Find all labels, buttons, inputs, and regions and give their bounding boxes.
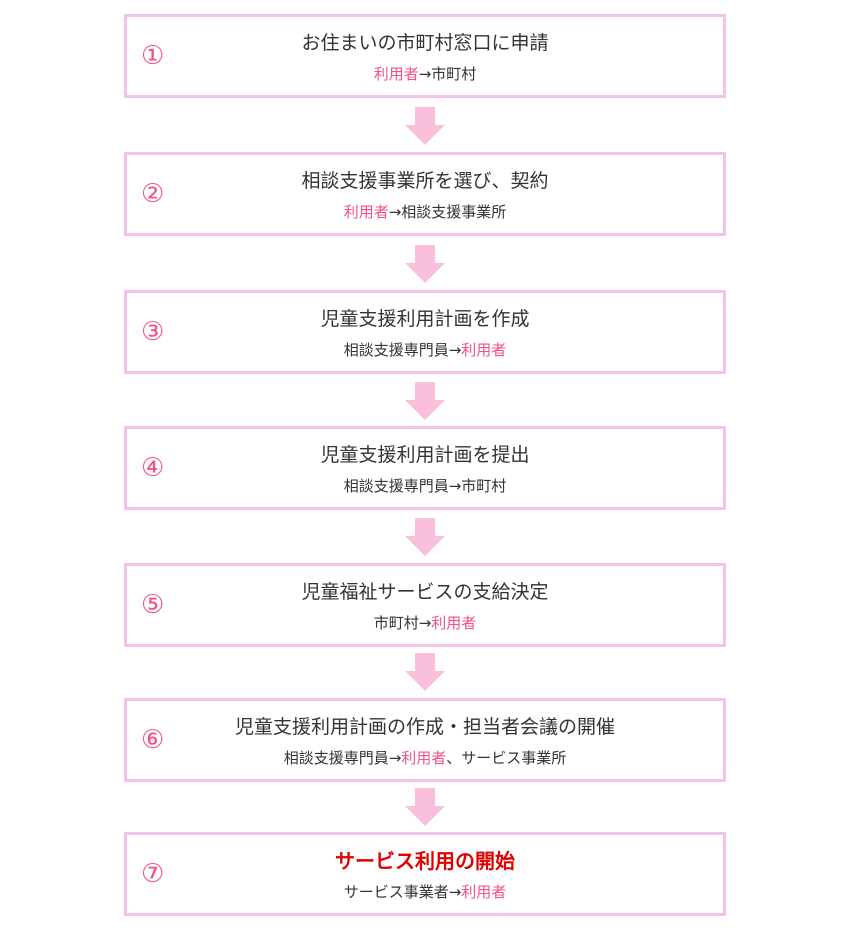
flow-part: サービス事業者→: [343, 883, 462, 901]
step-number: ⑤: [141, 590, 165, 620]
step-1: ① お住まいの市町村窓口に申請 利用者→市町村: [124, 14, 726, 98]
step-flow: 相談支援専門員→利用者、サービス事業所: [127, 748, 723, 768]
step-title: 児童支援利用計画を作成: [320, 308, 530, 330]
step-title: 児童支援利用計画を提出: [320, 444, 530, 466]
step-flow: 利用者→相談支援事業所: [127, 202, 723, 222]
step-flow: サービス事業者→利用者: [127, 882, 723, 902]
flow-part: 利用者: [401, 749, 447, 767]
step-6: ⑥ 児童支援利用計画の作成・担当者会議の開催 相談支援専門員→利用者、サービス事…: [124, 698, 726, 782]
step-number: ④: [141, 453, 165, 483]
down-arrow-icon: [405, 382, 445, 420]
flow-part: 利用者: [373, 65, 419, 83]
step-number: ②: [141, 179, 165, 209]
flow-part: 相談支援専門員→: [343, 341, 462, 359]
step-flow: 相談支援専門員→利用者: [127, 340, 723, 360]
step-number: ①: [141, 41, 165, 71]
step-title: 相談支援事業所を選び、契約: [301, 170, 549, 192]
step-number: ⑥: [141, 725, 165, 755]
flow-part: 相談支援専門員→: [283, 749, 402, 767]
flow-part: 利用者: [461, 883, 507, 901]
down-arrow-icon: [405, 107, 445, 145]
flow-part: →市町村: [418, 65, 477, 83]
step-flow: 相談支援専門員→市町村: [127, 476, 723, 496]
step-title: お住まいの市町村窓口に申請: [301, 32, 549, 54]
step-title: 児童福祉サービスの支給決定: [301, 581, 549, 603]
step-2: ② 相談支援事業所を選び、契約 利用者→相談支援事業所: [124, 152, 726, 236]
step-7: ⑦ サービス利用の開始 サービス事業者→利用者: [124, 832, 726, 916]
down-arrow-icon: [405, 518, 445, 556]
step-4: ④ 児童支援利用計画を提出 相談支援専門員→市町村: [124, 426, 726, 510]
flow-part: 利用者: [461, 341, 507, 359]
step-title: 児童支援利用計画の作成・担当者会議の開催: [234, 716, 615, 738]
flow-part: 市町村→: [373, 614, 432, 632]
step-number: ③: [141, 317, 165, 347]
down-arrow-icon: [405, 653, 445, 691]
flow-part: →相談支援事業所: [388, 203, 507, 221]
step-flow: 市町村→利用者: [127, 613, 723, 633]
flow-part: 、サービス事業所: [446, 749, 567, 767]
step-5: ⑤ 児童福祉サービスの支給決定 市町村→利用者: [124, 563, 726, 647]
step-title: サービス利用の開始: [335, 849, 515, 873]
flow-part: 利用者: [431, 614, 477, 632]
down-arrow-icon: [405, 788, 445, 826]
down-arrow-icon: [405, 245, 445, 283]
step-number: ⑦: [141, 859, 165, 889]
flow-part: 利用者: [343, 203, 389, 221]
flow-part: 相談支援専門員→市町村: [343, 477, 507, 495]
step-3: ③ 児童支援利用計画を作成 相談支援専門員→利用者: [124, 290, 726, 374]
step-flow: 利用者→市町村: [127, 64, 723, 84]
